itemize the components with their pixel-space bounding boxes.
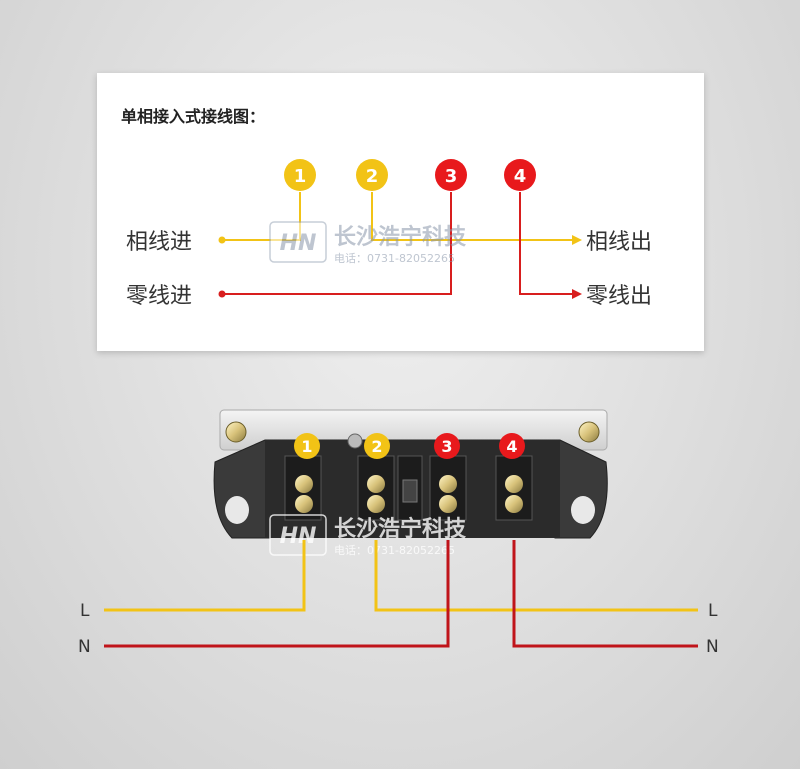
l-left-label: L — [80, 601, 90, 621]
neutral-wire-top — [218, 192, 582, 299]
neutral-wires-bottom — [104, 540, 698, 648]
marker-3-label: 3 — [445, 166, 458, 187]
meter-marker-4: 4 — [499, 433, 525, 459]
meter-marker-4-label: 4 — [506, 437, 517, 456]
terminal-marker-1: 1 — [284, 159, 316, 191]
meter-terminal-block: 1 2 3 4 — [213, 409, 608, 539]
watermark-logo-text: HN — [280, 231, 317, 256]
terminal-screws — [295, 475, 523, 513]
marker-2-label: 2 — [366, 166, 379, 187]
terminal-marker-3: 3 — [435, 159, 467, 191]
diagram-title: 单相接入式接线图： — [121, 107, 266, 126]
watermark-meter-logo-text: HN — [280, 524, 317, 549]
watermark-top: HN 长沙浩宁科技 电话：0731-82052265 — [269, 221, 467, 265]
neutral-out-label: 零线出 — [586, 284, 652, 309]
meter-marker-2-label: 2 — [371, 437, 382, 456]
marker-1-circle — [284, 159, 316, 191]
marker-1-label: 1 — [294, 166, 307, 187]
n-left-label: N — [78, 637, 91, 657]
wiring-diagram-card: 单相接入式接线图： — [97, 73, 704, 351]
phase-in-label: 相线进 — [126, 230, 192, 255]
marker-2-circle — [356, 159, 388, 191]
mount-hole-left — [225, 496, 249, 524]
terminal-marker-4: 4 — [504, 159, 536, 191]
watermark-meter-phone: 电话：0731-82052265 — [334, 544, 455, 557]
mount-hole-right — [571, 496, 595, 524]
meter-marker-3-label: 3 — [441, 437, 452, 456]
watermark-phone: 电话：0731-82052265 — [334, 252, 455, 265]
meter-marker-1: 1 — [294, 433, 320, 459]
live-wires-bottom — [104, 540, 698, 612]
marker-4-label: 4 — [514, 166, 527, 187]
l-right-label: L — [708, 601, 718, 621]
n-right-label: N — [706, 637, 719, 657]
watermark-meter-company: 长沙浩宁科技 — [334, 516, 467, 542]
watermark-meter: HN 长沙浩宁科技 电话：0731-82052265 — [269, 514, 467, 557]
terminal-marker-2: 2 — [356, 159, 388, 191]
watermark-logo-box — [269, 221, 327, 263]
meter-marker-3: 3 — [434, 433, 460, 459]
marker-3-circle — [435, 159, 467, 191]
watermark-meter-logo-box — [269, 514, 327, 556]
watermark-company: 长沙浩宁科技 — [334, 224, 467, 250]
marker-4-circle — [504, 159, 536, 191]
corner-screw-right — [578, 421, 600, 443]
meter-marker-1-label: 1 — [301, 437, 312, 456]
meter-marker-2: 2 — [364, 433, 390, 459]
neutral-in-label: 零线进 — [126, 284, 192, 309]
phase-out-label: 相线出 — [586, 230, 652, 255]
corner-screw-left — [225, 421, 247, 443]
